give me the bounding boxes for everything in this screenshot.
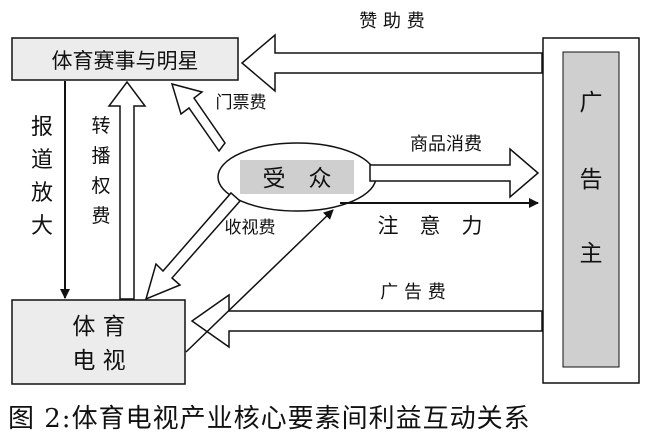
sponsorship-arrow: 赞 助 费 <box>240 11 543 93</box>
sports-tv-label-line1: 体 育 <box>72 314 125 340</box>
audience-node: 受 众 <box>217 142 377 212</box>
ad-fee-arrow: 广 告 费 <box>190 282 543 349</box>
viewing-fee-label: 收视费 <box>225 218 276 238</box>
ticket-fee-label: 门票费 <box>216 93 267 113</box>
advertiser-node: 广 告 主 <box>542 37 640 384</box>
broadcast-char-3: 权 <box>91 175 110 197</box>
attention-label: 注 意 力 <box>378 214 483 238</box>
reporting-char-3: 放 <box>31 181 53 206</box>
ticket-fee-arrow: 门票费 <box>170 82 267 153</box>
figure-caption: 图 2:体育电视产业核心要素间利益互动关系 <box>8 404 531 434</box>
sports-events-node: 体育赛事与明星 <box>11 37 239 81</box>
tv-to-audience-arrow <box>185 209 334 353</box>
attention-arrow: 注 意 力 <box>340 198 539 238</box>
reporting-char-1: 报 <box>31 115 53 140</box>
product-consumption-label: 商品消费 <box>410 134 482 155</box>
sports-events-label: 体育赛事与明星 <box>52 49 199 73</box>
viewing-fee-arrow: 收视费 <box>144 191 276 301</box>
broadcast-char-2: 播 <box>91 145 110 167</box>
broadcast-char-1: 转 <box>91 115 110 137</box>
sponsorship-label: 赞 助 费 <box>359 11 424 32</box>
sports-tv-node: 体 育 电 视 <box>11 299 186 385</box>
product-consumption-arrow: 商品消费 <box>369 134 540 199</box>
reporting-char-4: 大 <box>31 214 53 239</box>
broadcast-char-4: 费 <box>91 205 110 227</box>
advertiser-char-1: 广 <box>580 90 603 116</box>
reporting-arrow: 报 道 放 大 <box>31 81 70 299</box>
advertiser-char-3: 主 <box>580 241 603 267</box>
audience-label: 受 众 <box>263 166 332 192</box>
ad-fee-label: 广 告 费 <box>380 282 445 303</box>
reporting-char-2: 道 <box>31 148 53 173</box>
advertiser-char-2: 告 <box>580 167 603 193</box>
broadcast-rights-arrow: 转 播 权 费 <box>91 80 147 300</box>
sports-tv-label-line2: 电 视 <box>72 348 125 374</box>
